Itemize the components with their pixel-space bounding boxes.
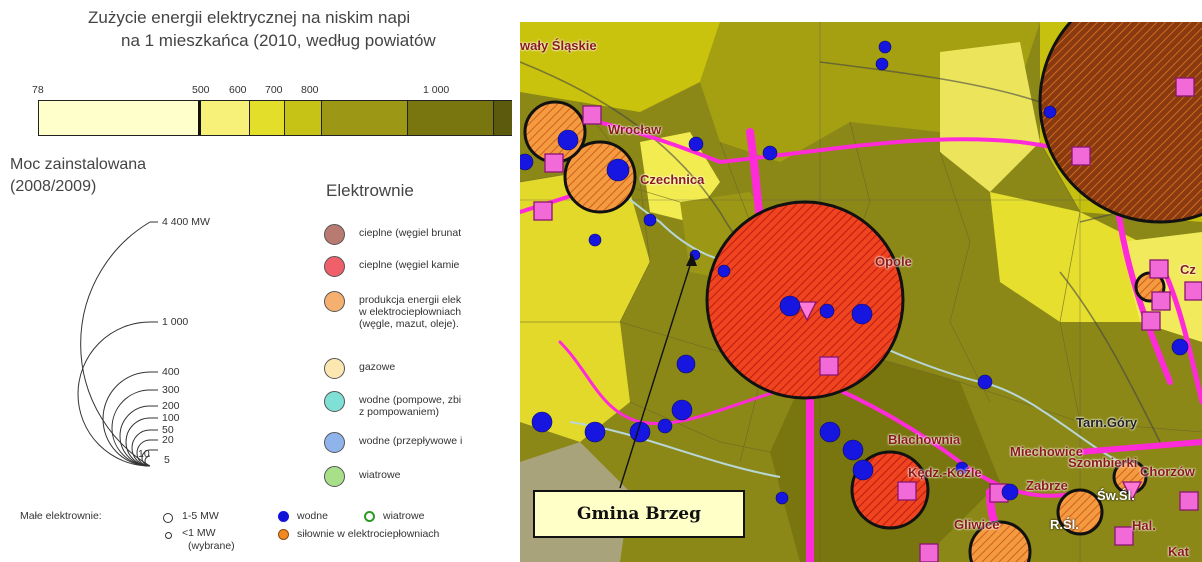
scale-tick-label: 600 — [229, 84, 247, 96]
plant-color-swatch — [324, 358, 345, 379]
label-szombierki: Szombierki — [1068, 455, 1138, 470]
label-rsl: R.Śl. — [1050, 517, 1079, 532]
plant-color-swatch — [324, 224, 345, 245]
mw-label-400: 400 — [162, 366, 180, 378]
mw-label-50: 50 — [162, 424, 174, 436]
moc-title: Moc zainstalowana — [10, 156, 147, 173]
scale-swatch — [494, 101, 512, 135]
label-blachownia: Blachownia — [888, 432, 961, 447]
label-wroclaw: Wrocław — [608, 122, 662, 137]
plant-color-swatch — [324, 256, 345, 277]
mw-label-100: 100 — [162, 412, 180, 424]
label-cz: Cz — [1180, 262, 1196, 277]
region-north-east — [940, 42, 1040, 192]
scale-swatch — [201, 101, 251, 135]
small-silownie-label: siłownie w elektrociepłowniach — [297, 528, 440, 540]
plant-type-label: wodne (pompowe, zbi z pompowaniem) — [359, 394, 462, 418]
scale-swatch — [321, 101, 409, 135]
small-wiatrowe-icon — [364, 511, 375, 522]
plant-type-label: gazowe — [359, 361, 396, 373]
label-kedz: Kędz.-Koźle — [908, 465, 982, 480]
gmina-brzeg-callout: Gmina Brzeg — [533, 490, 745, 538]
scale-tick-label: 500 — [192, 84, 210, 96]
legend-title-line1: Zużycie energii elektrycznej na niskim n… — [88, 8, 411, 27]
plant-type-label: produkcja energii elek w elektrociepłown… — [359, 294, 462, 330]
moc-subtitle: (2008/2009) — [10, 178, 97, 195]
small-1-5mw-icon — [163, 513, 173, 523]
small-wodne-icon — [278, 511, 289, 522]
region-west — [520, 172, 650, 442]
label-swsl: Św.Śl. — [1097, 488, 1135, 503]
station-opole — [705, 200, 905, 400]
legend-panel: Zużycie energii elektrycznej na niskim n… — [0, 0, 512, 562]
mw-label-4400: 4 400 MW — [162, 216, 210, 228]
label-miechowice: Miechowice — [1010, 444, 1083, 459]
plant-color-swatch — [324, 391, 345, 412]
mw-label-200: 200 — [162, 400, 180, 412]
small-plants-title: Małe elektrownie: — [20, 510, 102, 522]
plant-type-label: wiatrowe — [359, 469, 401, 481]
small-wiatrowe-label: wiatrowe — [383, 510, 425, 522]
label-hal: Hal. — [1132, 518, 1156, 533]
station-zabrze — [1056, 488, 1104, 536]
scale-tick-label: 700 — [265, 84, 283, 96]
small-silownie-icon — [278, 529, 289, 540]
scale-tick-label: 1 000 — [423, 84, 450, 96]
small-plants-legend: Małe elektrownie: 1-5 MW <1 MW (wybrane)… — [0, 508, 512, 562]
station-wroclaw — [523, 100, 587, 164]
mw-label-300: 300 — [162, 384, 180, 396]
small-under-1mw-label: <1 MW — [182, 527, 216, 539]
plant-type-label: cieplne (węgiel brunat — [359, 227, 462, 239]
scale-swatch — [408, 101, 495, 135]
label-czechnica: Czechnica — [640, 172, 705, 187]
region-east-mid — [990, 192, 1160, 322]
small-1-5mw-label: 1-5 MW — [182, 510, 219, 522]
scale-swatch — [284, 101, 322, 135]
elektrownie-title: Elektrownie — [326, 181, 414, 200]
consumption-color-scale — [38, 100, 512, 136]
mw-label-5: 5 — [164, 454, 170, 466]
label-opole: Opole — [875, 254, 912, 269]
region-northwest — [520, 22, 720, 112]
legend-title-line2: na 1 mieszkańca (2010, według powiatów — [121, 31, 436, 50]
small-wodne-label: wodne — [297, 510, 328, 522]
label-zabrze: Zabrze — [1026, 478, 1068, 493]
plant-color-swatch — [324, 291, 345, 312]
plant-color-swatch — [324, 466, 345, 487]
plant-type-label: cieplne (węgiel kamie — [359, 259, 460, 271]
small-under-1mw-icon — [165, 532, 172, 539]
station-gliwice — [968, 520, 1032, 562]
plant-type-label: wodne (przepływowe i — [359, 435, 463, 447]
scale-swatch — [250, 101, 285, 135]
label-kat: Kat — [1168, 544, 1189, 559]
scale-tick-label: 78 — [32, 84, 44, 96]
mw-label-20: 20 — [162, 434, 174, 446]
scale-swatch — [39, 101, 202, 135]
scale-tick-label: 800 — [301, 84, 319, 96]
mw-label-10: 10 — [138, 448, 150, 460]
label-tarn: Tarn.Góry — [1076, 415, 1138, 430]
map-panel[interactable]: wały Śląskie Wrocław Czechnica Opole Bla… — [520, 22, 1202, 562]
label-gliwice: Gliwice — [954, 517, 1000, 532]
map-canvas — [520, 22, 1202, 562]
station-east-brown — [1038, 22, 1202, 224]
capacity-semicircles — [77, 221, 158, 467]
plant-color-swatch — [324, 432, 345, 453]
mw-label-1000: 1 000 — [162, 316, 189, 328]
label-waly: wały Śląskie — [520, 38, 597, 53]
label-chorzow: Chorzów — [1140, 464, 1195, 479]
small-under-1mw-note: (wybrane) — [188, 540, 235, 552]
